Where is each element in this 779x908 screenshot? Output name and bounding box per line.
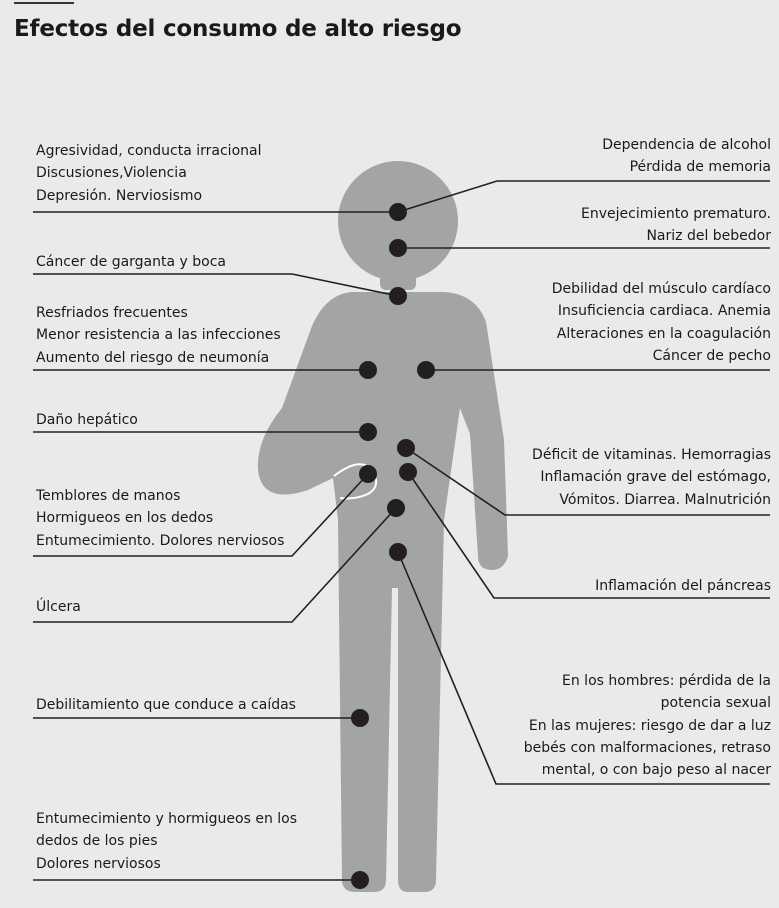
- dot-foot: [351, 871, 369, 889]
- label-line: potencia sexual: [524, 692, 771, 714]
- label-throat-cancer: Cáncer de garganta y boca: [36, 251, 226, 273]
- label-falls: Debilitamiento que conduce a caídas: [36, 694, 296, 716]
- label-line: Hormigueos en los dedos: [36, 507, 284, 529]
- label-brain-effects: Agresividad, conducta irracional Discusi…: [36, 140, 261, 207]
- body-neck: [380, 268, 416, 290]
- label-lung-effects: Resfriados frecuentes Menor resistencia …: [36, 302, 281, 369]
- dot-lungs: [359, 361, 377, 379]
- label-ulcer: Úlcera: [36, 596, 81, 618]
- label-line: Pérdida de memoria: [602, 156, 771, 178]
- label-stomach-effects: Déficit de vitaminas. Hemorragias Inflam…: [532, 444, 771, 511]
- label-line: Debilidad del músculo cardíaco: [552, 278, 771, 300]
- dot-brain: [389, 203, 407, 221]
- dot-ulcer: [387, 499, 405, 517]
- label-line: Discusiones,Violencia: [36, 162, 261, 184]
- label-line: Entumecimiento. Dolores nerviosos: [36, 530, 284, 552]
- dot-pancreas: [399, 463, 417, 481]
- label-line: En las mujeres: riesgo de dar a luz: [524, 715, 771, 737]
- label-aging: Envejecimiento prematuro. Nariz del bebe…: [581, 203, 771, 248]
- label-line: Déficit de vitaminas. Hemorragias: [532, 444, 771, 466]
- label-line: bebés con malformaciones, retraso: [524, 737, 771, 759]
- label-line: Aumento del riesgo de neumonía: [36, 347, 281, 369]
- dot-heart: [417, 361, 435, 379]
- label-line: Inflamación grave del estómago,: [532, 466, 771, 488]
- label-line: Insuficiencia cardiaca. Anemia: [552, 300, 771, 322]
- label-line: Dolores nerviosos: [36, 853, 297, 875]
- dot-genitals: [389, 543, 407, 561]
- label-line: Dependencia de alcohol: [602, 134, 771, 156]
- label-line: Menor resistencia a las infecciones: [36, 324, 281, 346]
- dot-throat: [389, 287, 407, 305]
- label-line: Debilitamiento que conduce a caídas: [36, 694, 296, 716]
- label-feet-effects: Entumecimiento y hormigueos en los dedos…: [36, 808, 297, 875]
- label-liver-damage: Daño hepático: [36, 409, 138, 431]
- label-pancreas: Inflamación del páncreas: [595, 575, 771, 597]
- dot-leg: [351, 709, 369, 727]
- label-line: Úlcera: [36, 596, 81, 618]
- label-heart-effects: Debilidad del músculo cardíaco Insuficie…: [552, 278, 771, 367]
- label-line: En los hombres: pérdida de la: [524, 670, 771, 692]
- dot-stomach: [397, 439, 415, 457]
- label-line: Alteraciones en la coagulación: [552, 323, 771, 345]
- label-line: mental, o con bajo peso al nacer: [524, 759, 771, 781]
- leader-line-throat: [33, 274, 398, 296]
- label-line: Temblores de manos: [36, 485, 284, 507]
- label-line: Inflamación del páncreas: [595, 575, 771, 597]
- dot-hand: [359, 465, 377, 483]
- label-alcohol-dependence: Dependencia de alcohol Pérdida de memori…: [602, 134, 771, 179]
- label-sexual-effects: En los hombres: pérdida de la potencia s…: [524, 670, 771, 781]
- body-silhouette: [258, 161, 508, 892]
- label-line: Depresión. Nerviosismo: [36, 185, 261, 207]
- label-line: Cáncer de pecho: [552, 345, 771, 367]
- label-line: Cáncer de garganta y boca: [36, 251, 226, 273]
- label-nerve-effects: Temblores de manos Hormigueos en los ded…: [36, 485, 284, 552]
- label-line: Nariz del bebedor: [581, 225, 771, 247]
- label-line: Envejecimiento prematuro.: [581, 203, 771, 225]
- label-line: Vómitos. Diarrea. Malnutrición: [532, 489, 771, 511]
- label-line: dedos de los pies: [36, 830, 297, 852]
- label-line: Daño hepático: [36, 409, 138, 431]
- body-torso: [258, 292, 508, 892]
- label-line: Entumecimiento y hormigueos en los: [36, 808, 297, 830]
- label-line: Agresividad, conducta irracional: [36, 140, 261, 162]
- dot-liver: [359, 423, 377, 441]
- dot-nose: [389, 239, 407, 257]
- label-line: Resfriados frecuentes: [36, 302, 281, 324]
